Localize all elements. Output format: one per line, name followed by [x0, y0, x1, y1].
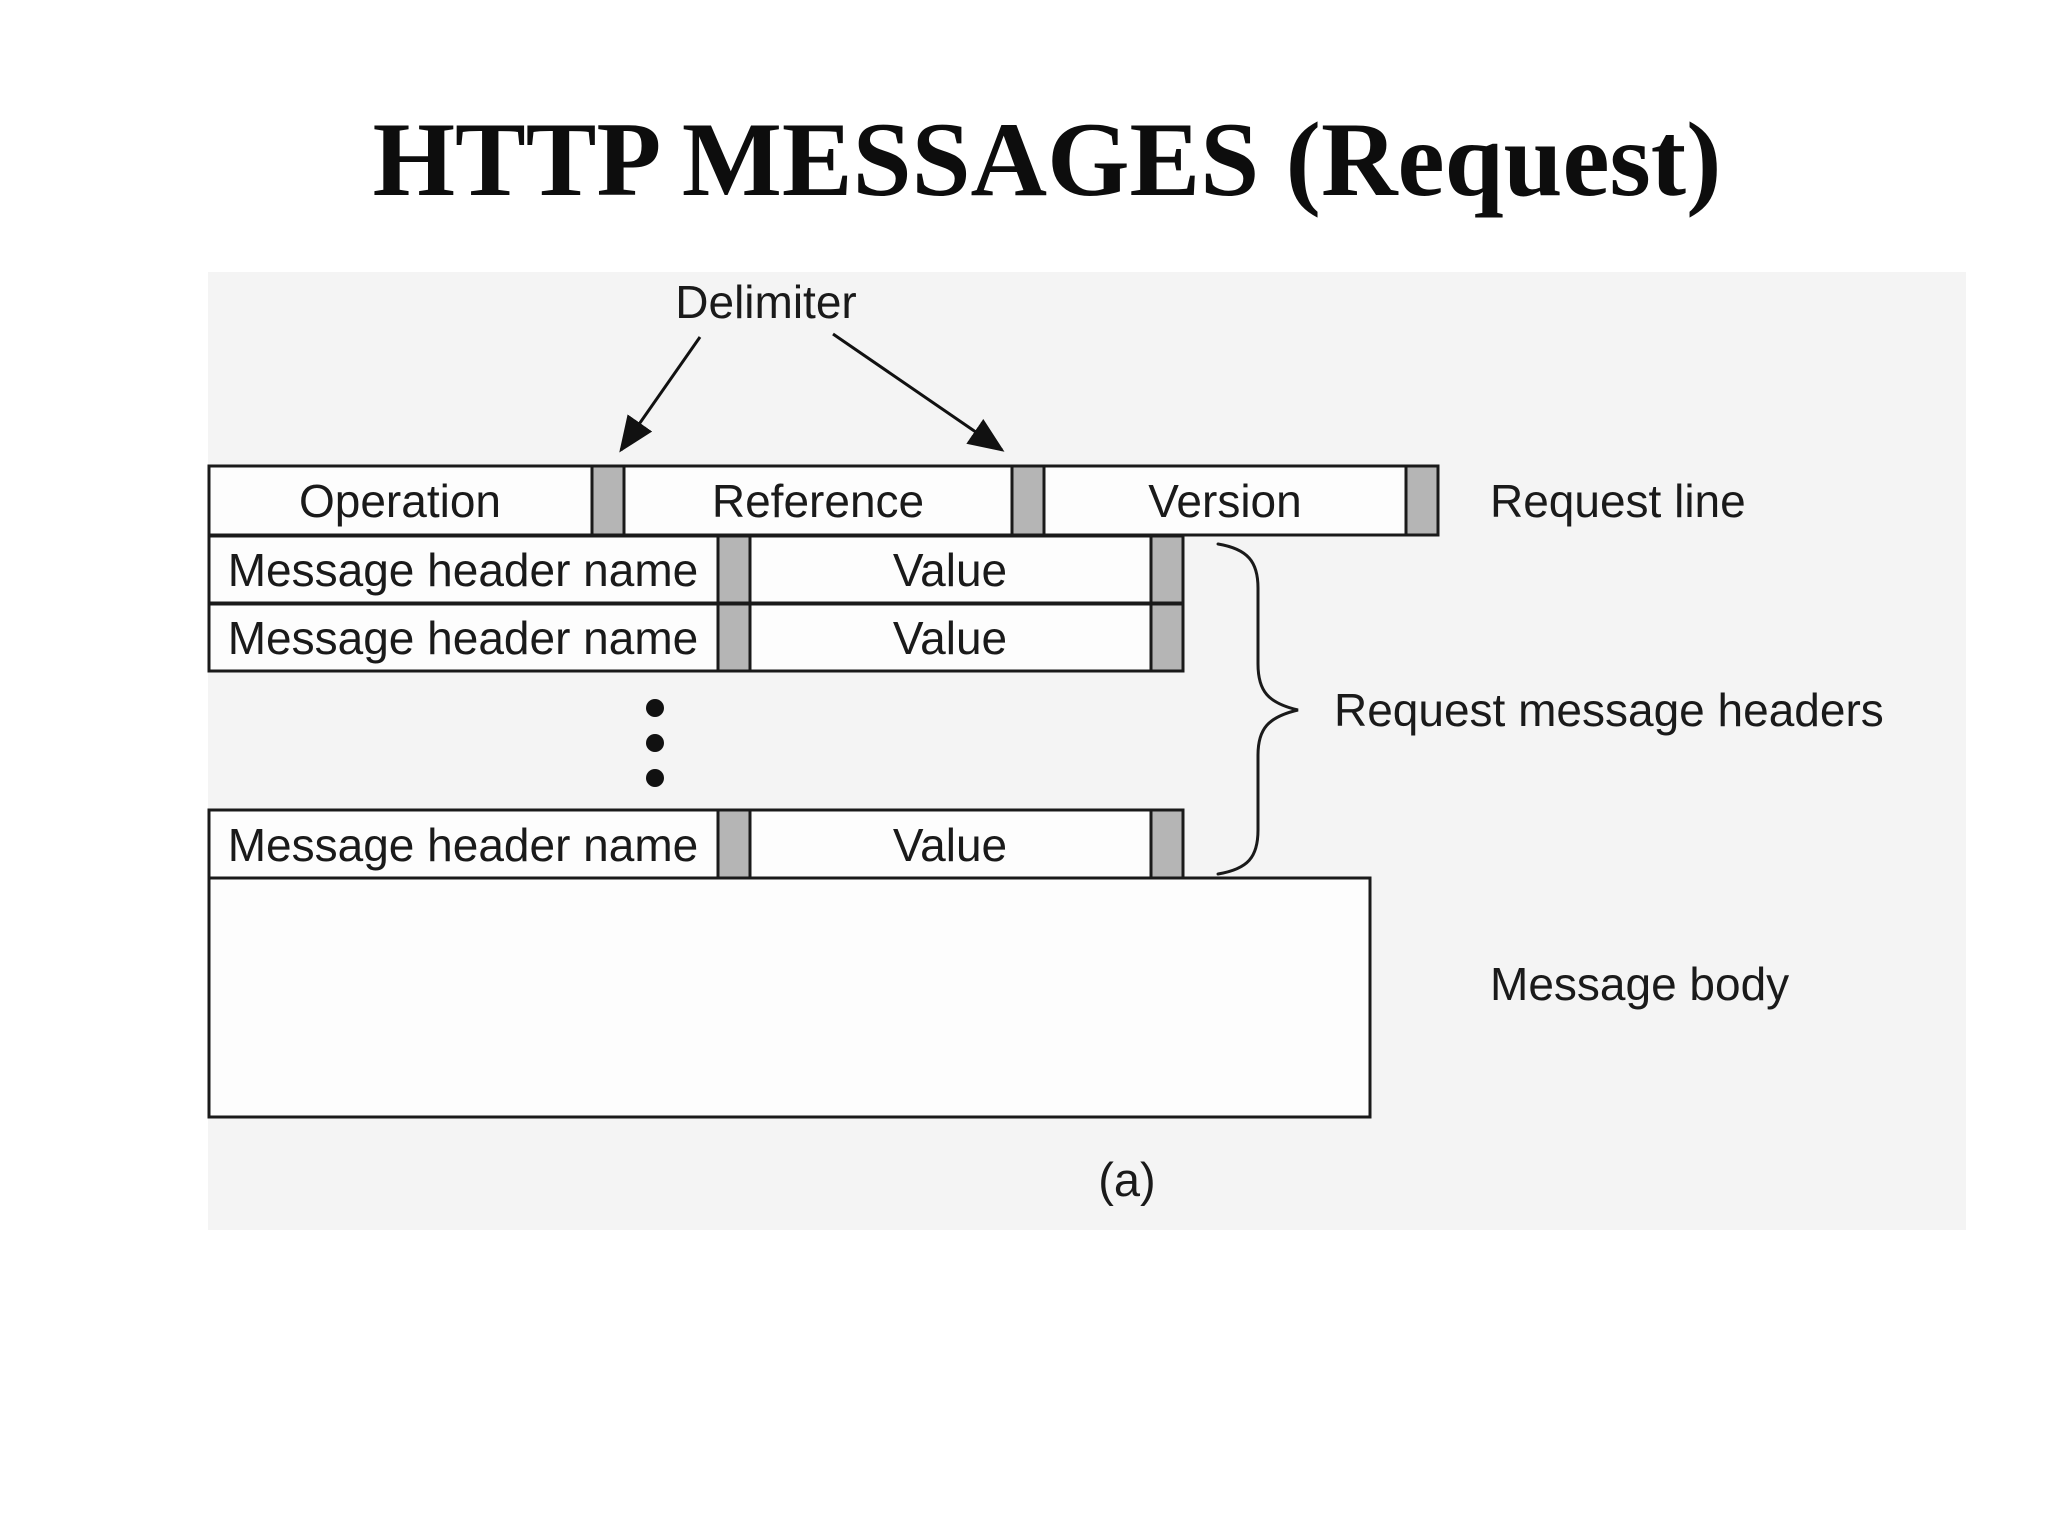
ellipsis-dots-icon [646, 699, 664, 787]
header-row-outline [207, 602, 1185, 673]
delimiter-box [716, 602, 752, 673]
delimiter-arrow-right-icon [832, 332, 1005, 452]
header-name-label: Message header name [228, 819, 699, 871]
message-body-label: Message body [1490, 958, 1789, 1010]
delimiter-box [1404, 464, 1440, 537]
delimiter-box [1149, 602, 1185, 673]
reference-cell-label: Reference [712, 475, 924, 527]
request-line-label: Request line [1490, 475, 1746, 527]
figure-caption: (a) [1098, 1153, 1155, 1206]
request-line-row: Operation Reference Version [207, 464, 1440, 537]
header-name-label: Message header name [228, 544, 699, 596]
delimiter-box [590, 464, 626, 537]
operation-cell-label: Operation [299, 475, 501, 527]
delimiter-box [1010, 464, 1046, 537]
delimiter-box [716, 534, 752, 605]
delimiter-box [1149, 808, 1185, 880]
header-name-label: Message header name [228, 612, 699, 664]
page-title: HTTP MESSAGES (Request) [373, 101, 1722, 218]
header-value-label: Value [893, 544, 1007, 596]
message-body-box [207, 876, 1372, 1119]
header-value-label: Value [893, 612, 1007, 664]
message-header-row: Message header name Value [207, 808, 1185, 880]
request-line-outline [207, 464, 1440, 537]
delimiter-box [716, 808, 752, 880]
request-message-headers-label: Request message headers [1334, 684, 1884, 736]
delimiter-label: Delimiter [675, 276, 856, 328]
delimiter-box [1149, 534, 1185, 605]
message-header-row: Message header name Value [207, 534, 1185, 605]
header-value-label: Value [893, 819, 1007, 871]
brace-icon [1216, 542, 1299, 876]
delimiter-arrow-left-icon [619, 336, 702, 453]
message-header-row: Message header name Value [207, 602, 1185, 673]
version-cell-label: Version [1148, 475, 1301, 527]
